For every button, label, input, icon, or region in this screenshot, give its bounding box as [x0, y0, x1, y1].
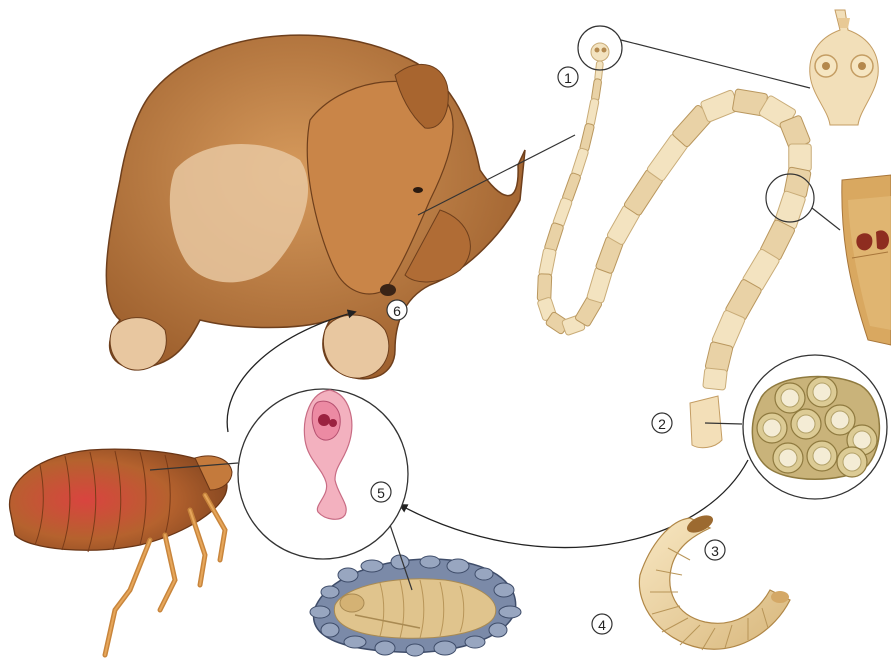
cocoon-debris — [434, 641, 456, 655]
egg-embryo — [843, 453, 861, 471]
flea-pupa-illustration — [310, 555, 521, 656]
cocoon-debris — [406, 644, 424, 656]
egg-embryo — [779, 449, 797, 467]
svg-text:2: 2 — [658, 416, 666, 432]
cocoon-debris — [310, 606, 330, 618]
dog-nose — [380, 284, 396, 296]
dog-illustration — [106, 35, 525, 379]
tapeworm-segment — [595, 61, 604, 82]
gravid-proglottid — [690, 396, 722, 448]
svg-text:1: 1 — [564, 70, 572, 86]
egg-embryo — [813, 447, 831, 465]
cocoon-debris — [420, 556, 440, 568]
scolex-leader — [621, 40, 810, 88]
cocoon-debris — [321, 623, 339, 637]
egg-embryo — [813, 383, 831, 401]
tapeworm-segment — [586, 98, 599, 127]
svg-text:3: 3 — [711, 543, 719, 559]
cocoon-debris — [361, 560, 383, 572]
egg-embryo — [831, 411, 849, 429]
stage-number-3: 3 — [705, 540, 725, 560]
scolex-closeup-icon — [810, 10, 879, 125]
egg-embryo — [763, 419, 781, 437]
egg-embryo — [797, 415, 815, 433]
tapeworm-segment — [703, 368, 728, 390]
stage-number-6: 6 — [387, 300, 407, 320]
cocoon-debris — [375, 641, 395, 655]
tapeworm-segment — [591, 78, 602, 101]
egg-embryo — [853, 431, 871, 449]
cocoon-debris — [338, 568, 358, 582]
scolex — [591, 43, 609, 61]
stage-number-4: 4 — [592, 614, 612, 634]
cocoon-debris — [475, 568, 493, 580]
tapeworm-segment — [539, 248, 557, 277]
cocoon-debris — [465, 636, 485, 648]
flea-larva-illustration — [639, 512, 790, 650]
tapeworm-segment — [579, 123, 594, 152]
tapeworm-illustration — [537, 43, 811, 390]
svg-text:4: 4 — [598, 617, 606, 633]
egg-embryo — [781, 389, 799, 407]
cocoon-debris — [494, 583, 514, 597]
stage-number-2: 2 — [652, 413, 672, 433]
flea-illustration — [10, 449, 232, 655]
sucker — [602, 48, 607, 53]
cocoon-debris — [499, 606, 521, 618]
cocoon-debris — [321, 586, 339, 598]
cocoon-debris — [344, 636, 366, 648]
stage-number-5: 5 — [371, 482, 391, 502]
proglottid-leader — [812, 208, 840, 230]
svg-text:6: 6 — [393, 303, 401, 319]
proglottid-closeup-icon — [842, 175, 891, 345]
stage-number-1: 1 — [558, 67, 578, 87]
svg-text:5: 5 — [377, 485, 385, 501]
cocoon-debris — [489, 623, 507, 637]
cocoon-debris — [391, 555, 409, 569]
cysticercoid-closeup-icon — [238, 389, 408, 559]
cocoon-debris — [447, 559, 469, 573]
sucker — [595, 48, 600, 53]
dog-eye — [413, 187, 423, 193]
egg-packet-closeup-icon — [743, 355, 887, 499]
